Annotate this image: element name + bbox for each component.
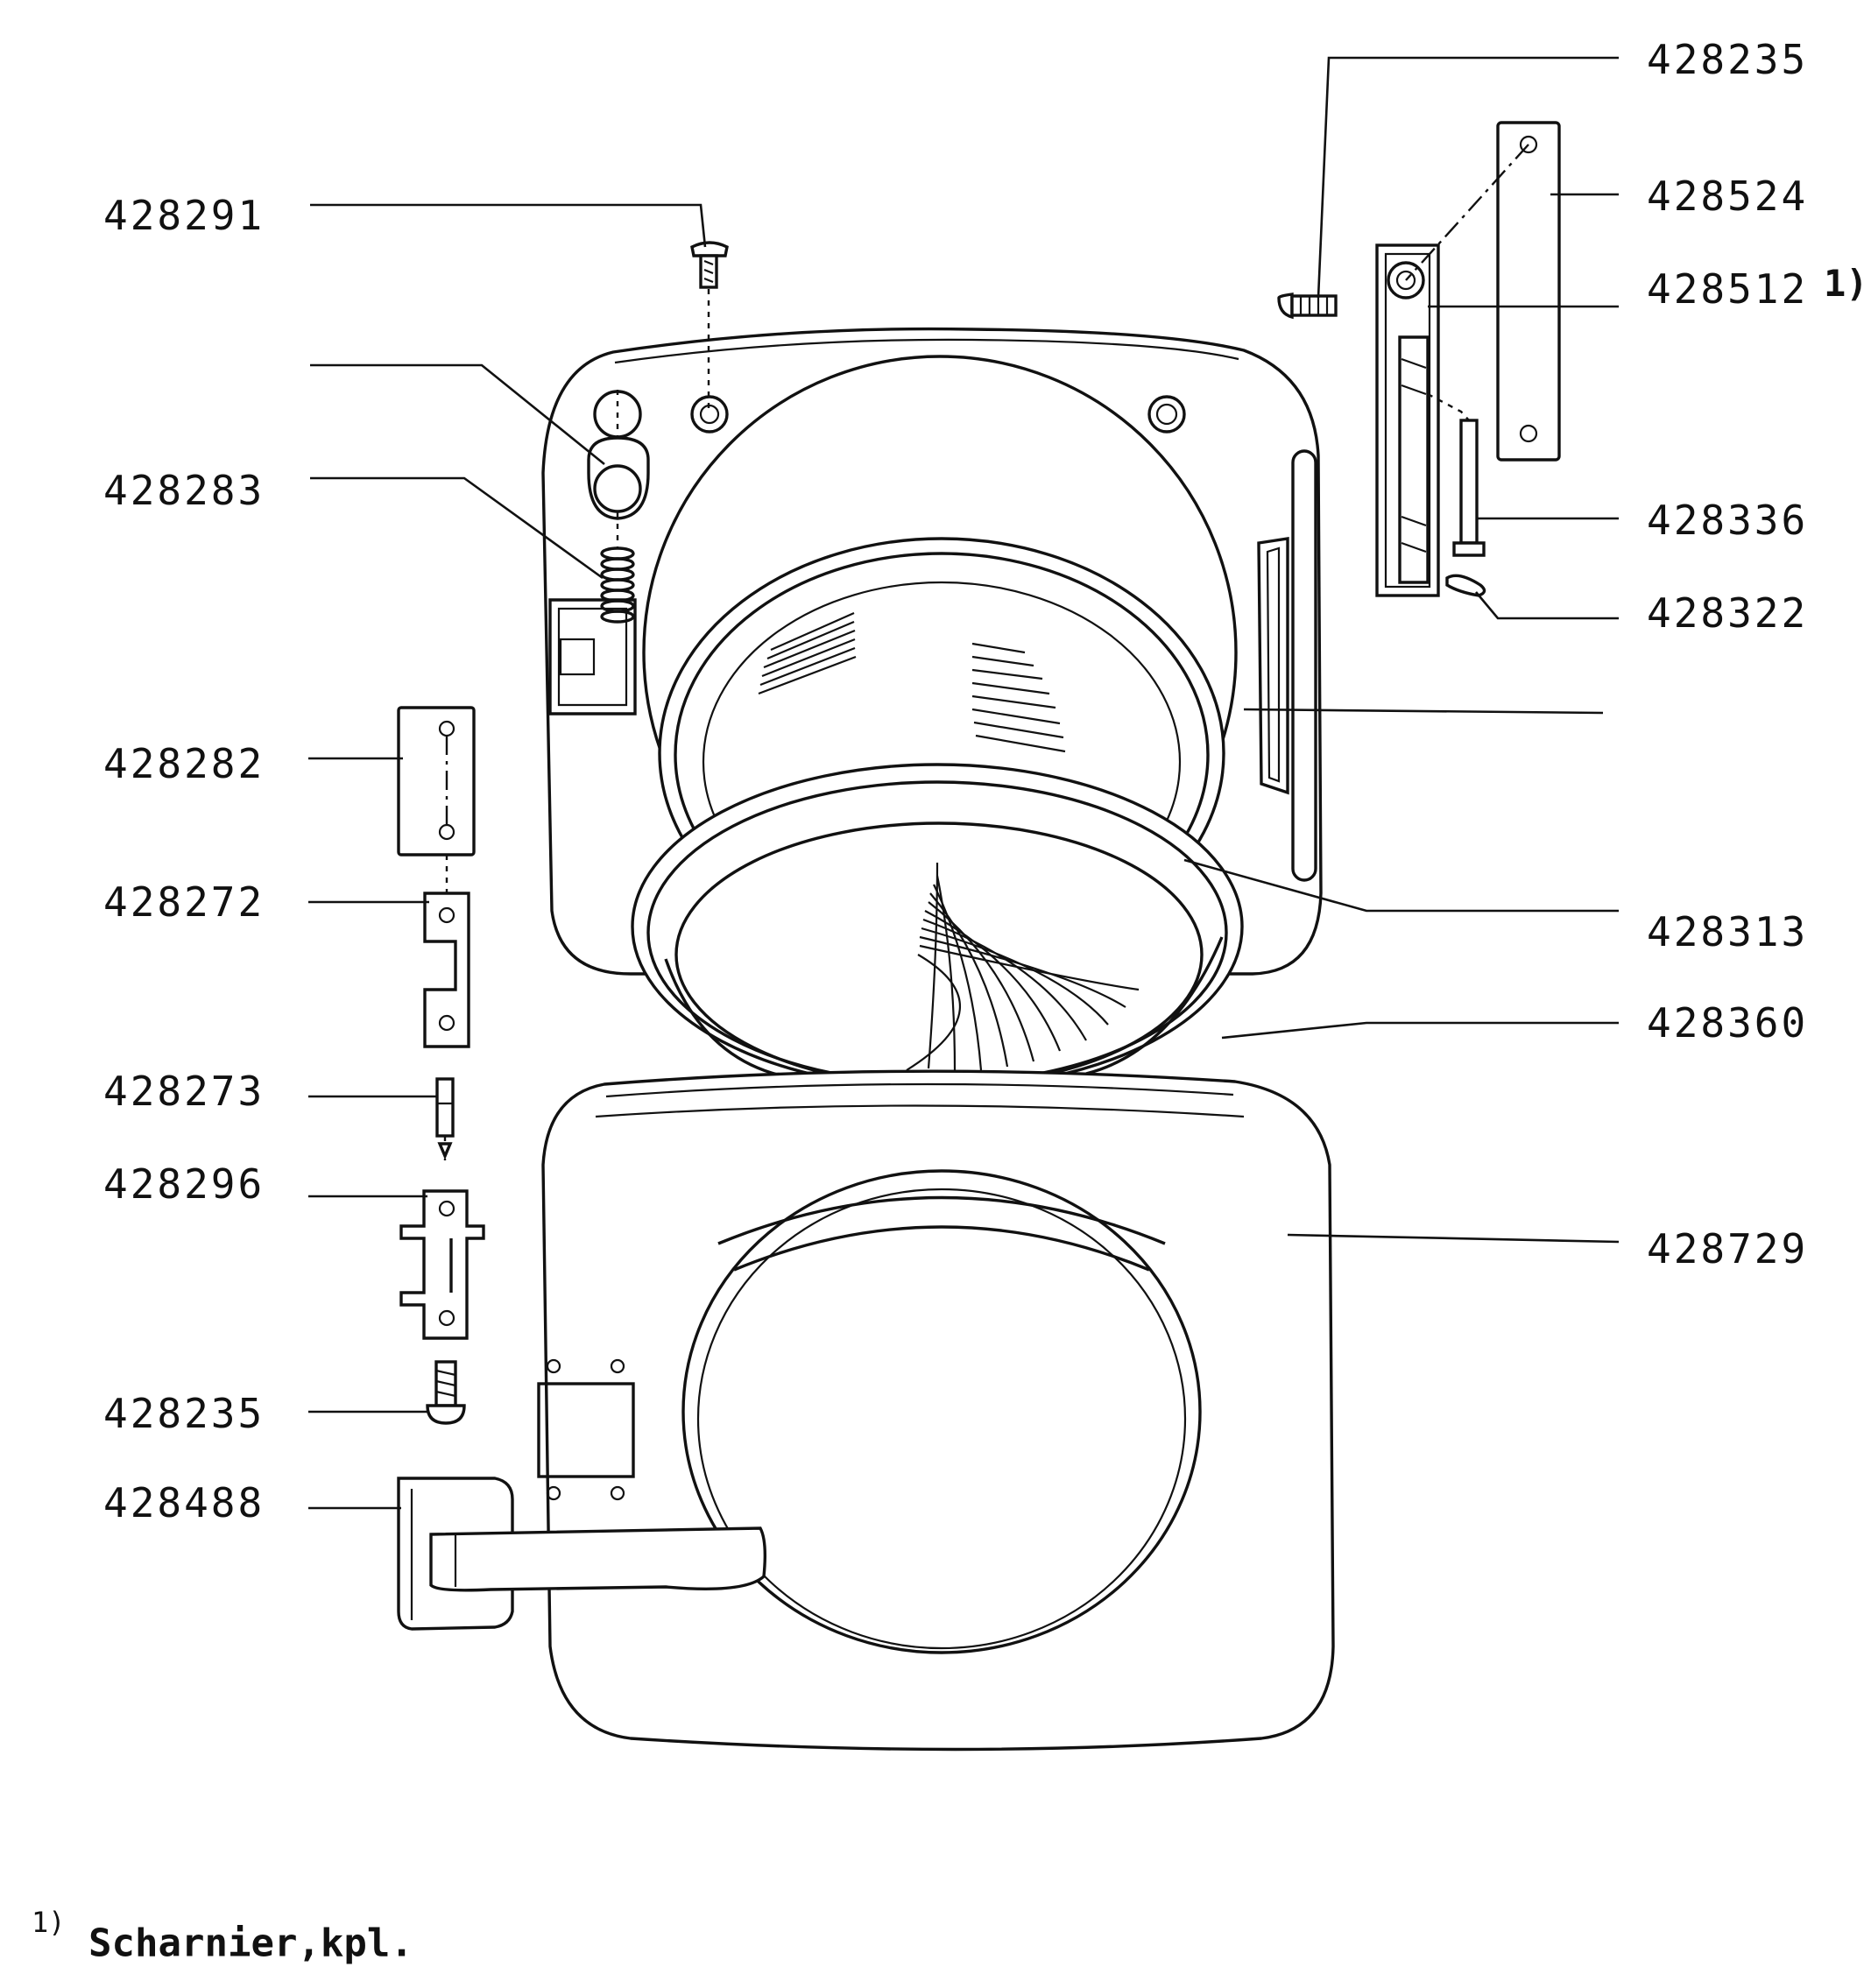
label-428313: 428313 — [1647, 908, 1808, 955]
spring — [600, 546, 635, 624]
label-428360: 428360 — [1647, 999, 1808, 1047]
label-428291: 428291 — [103, 192, 265, 239]
leader-lines — [308, 56, 1620, 1510]
label-428729: 428729 — [1647, 1225, 1808, 1272]
part-labels: 428235 428524 428512 1) 428291 428283 42… — [103, 36, 1868, 1526]
label-428322: 428322 — [1647, 589, 1808, 637]
latch-parts — [397, 241, 729, 1425]
door-glass-bowl — [631, 763, 1244, 1090]
door-handle — [397, 1477, 767, 1631]
label-428336: 428336 — [1647, 497, 1808, 544]
label-428296: 428296 — [103, 1160, 265, 1208]
footnote: 1) Scharnier,kpl. — [32, 1906, 413, 1966]
label-428283: 428283 — [103, 467, 265, 514]
footnote-text: Scharnier,kpl. — [88, 1921, 413, 1966]
label-428512: 428512 — [1647, 265, 1808, 313]
front-door-frame — [537, 1069, 1335, 1752]
footnote-marker: 1) — [32, 1906, 66, 1939]
label-428272: 428272 — [103, 878, 265, 926]
glass-hatching — [906, 862, 1140, 1071]
hinge-assembly — [1277, 121, 1561, 597]
label-428282: 428282 — [103, 740, 265, 787]
label-428235-top: 428235 — [1647, 36, 1808, 83]
label-428273: 428273 — [103, 1068, 265, 1115]
label-428488: 428488 — [103, 1479, 265, 1526]
label-428524: 428524 — [1647, 173, 1808, 220]
label-428235-bottom: 428235 — [103, 1390, 265, 1437]
label-note-marker: 1) — [1824, 262, 1868, 305]
